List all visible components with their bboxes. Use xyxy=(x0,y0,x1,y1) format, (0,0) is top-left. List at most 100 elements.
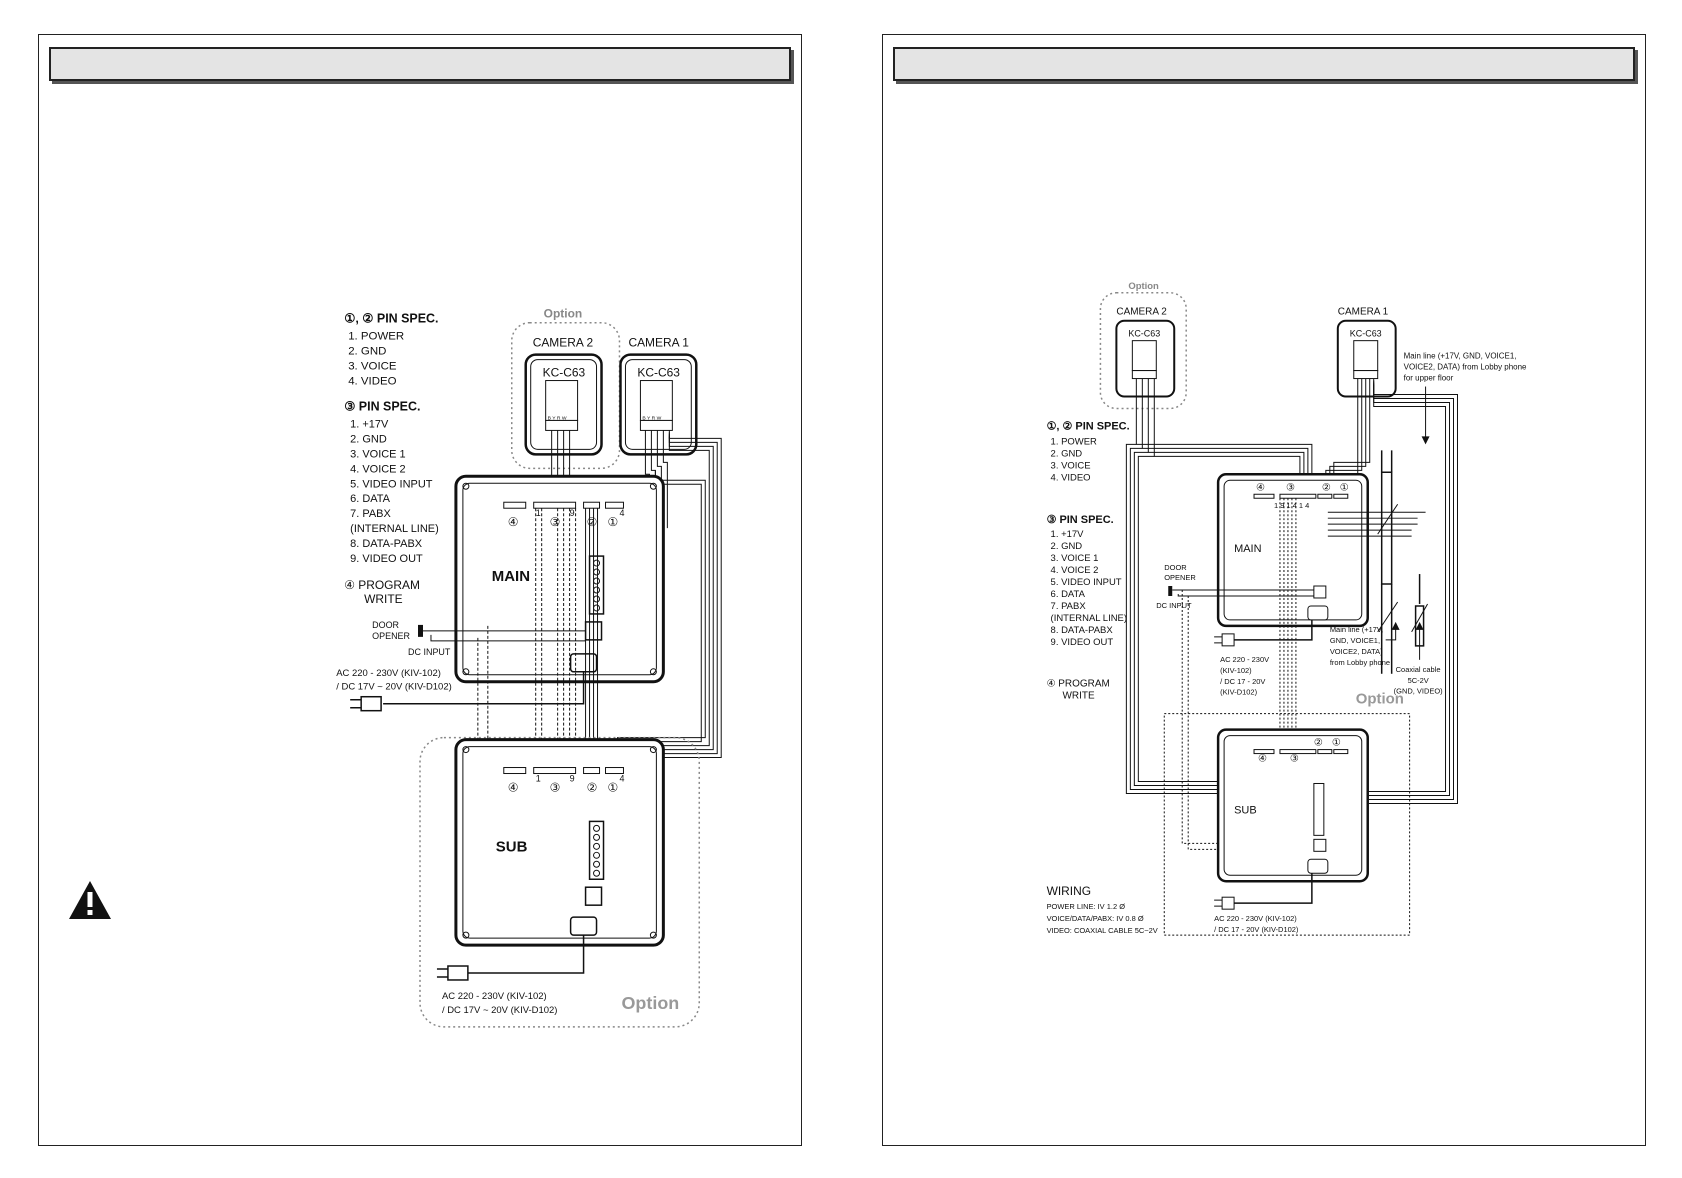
left-page-pin3-items-2-text: 3. VOICE 1 xyxy=(350,448,405,460)
left-page-pin3-items-8-text: 8. DATA-PABX xyxy=(350,538,423,550)
right-page-wiring-voice-text: VOICE/DATA/PABX: IV 0.8 Ø xyxy=(1047,914,1144,923)
left-page-pin12-items-1-text: 2. GND xyxy=(348,346,386,358)
r-camera2-label: CAMERA 2 xyxy=(1116,307,1167,318)
main-label: MAIN xyxy=(492,568,530,585)
option-label-top: Option xyxy=(544,307,583,321)
left-page-pin3-items-0-text: 1. +17V xyxy=(350,418,389,430)
right-page-pin3-items-3-text: 4. VOICE 2 xyxy=(1051,565,1099,576)
right-page-camera-model-text: KC-C63 xyxy=(1350,329,1382,339)
left-page-pin-1-text: 1 xyxy=(536,773,541,783)
left-page-conn3-text: ③ xyxy=(550,780,561,794)
left-page-pin3-items-9-text: 9. VIDEO OUT xyxy=(350,553,423,565)
right-page-conn2-text: ② xyxy=(1314,738,1323,749)
pin4-title: ④ PROGRAM xyxy=(344,578,420,592)
right-page-pin3-items-1-text: 2. GND xyxy=(1051,541,1083,552)
left-page-dc-input-text: DC INPUT xyxy=(408,647,451,657)
right-page-ac-sub-1-text: AC 220 - 230V (KIV-102) xyxy=(1214,914,1297,923)
right-page-pin-row-text: 1 9 1 4 1 4 xyxy=(1274,501,1309,510)
left-page-pin3-items-6-text: 7. PABX xyxy=(350,508,391,520)
right-page-pin12-title-text: ①, ② PIN SPEC. xyxy=(1047,420,1130,432)
right-page-mainline-bottom-2-text: GND, VOICE1, xyxy=(1330,636,1380,645)
left-page-pin3-items-7-text: (INTERNAL LINE) xyxy=(350,523,439,535)
right-page-mainline-top-1-text: Main line (+17V, GND, VOICE1, xyxy=(1404,352,1517,361)
sub-option-outline xyxy=(419,736,701,1028)
right-page-option-mid-text: Option xyxy=(1356,691,1404,708)
left-page-pin-9-text: 9 xyxy=(570,508,575,518)
right-page-pin3-items-2-text: 3. VOICE 1 xyxy=(1051,553,1099,564)
right-page-dc-input-text: DC INPUT xyxy=(1156,601,1192,610)
left-page-pin-9-text: 9 xyxy=(570,773,575,783)
r-sub-unit xyxy=(1216,728,1369,883)
left-page-door-opener-1-text: DOOR xyxy=(372,620,399,630)
right-page-mainline-top-2-text: VOICE2, DATA) from Lobby phone xyxy=(1404,363,1527,372)
right-page-mainline-bottom-4-text: from Lobby phone xyxy=(1330,658,1390,667)
main-sub-solid-wires xyxy=(585,508,599,770)
sub-label: SUB xyxy=(496,838,528,855)
camera1-label: CAMERA 1 xyxy=(628,336,689,350)
right-page-ac-main-2-text: (KIV-102) xyxy=(1220,666,1252,675)
left-page-pin4-sub-text: WRITE xyxy=(364,592,403,606)
left-page-pin3-items-4-text: 5. VIDEO INPUT xyxy=(350,478,433,490)
right-page-pin3-items-5-text: 6. DATA xyxy=(1051,589,1086,600)
left-page-pin3-items-3-text: 4. VOICE 2 xyxy=(350,463,405,475)
left-page-pin12-items-2-text: 3. VOICE xyxy=(348,361,397,373)
left-wiring-diagram: ①, ② PIN SPEC. 1. POWER 2. GND 3. VOICE … xyxy=(336,307,722,1028)
left-header-bar xyxy=(49,47,791,81)
left-page-camera-model-text: KC-C63 xyxy=(543,366,586,380)
left-page-conn1-text: ① xyxy=(608,780,619,794)
right-page-conn1-text: ① xyxy=(1332,738,1341,749)
left-page-door-opener-2-text: OPENER xyxy=(372,631,410,641)
right-page-door-opener-2-text: OPENER xyxy=(1164,573,1196,582)
left-page-pin12-items-3-text: 4. VIDEO xyxy=(348,376,396,388)
right-page: Option CAMERA 2 KC-C63 CAMERA 1 KC-C63 M… xyxy=(882,34,1646,1146)
right-page-pin12-items-3-text: 4. VIDEO xyxy=(1051,472,1091,483)
right-page-conn3-text: ③ xyxy=(1286,482,1295,493)
right-page-ac-main-4-text: (KIV-D102) xyxy=(1220,688,1257,697)
left-page-pin12-items-0-text: 1. POWER xyxy=(348,331,404,343)
left-page-conn2-text: ② xyxy=(587,515,598,529)
right-page-pin3-items-9-text: 9. VIDEO OUT xyxy=(1051,637,1114,648)
right-wiring-diagram: Option CAMERA 2 KC-C63 CAMERA 1 KC-C63 M… xyxy=(1047,281,1527,936)
right-header-bar xyxy=(893,47,1635,81)
left-page-camera-model-text: KC-C63 xyxy=(637,366,680,380)
right-page-wiring-title-text: WIRING xyxy=(1047,884,1092,898)
right-page-camera-model-text: KC-C63 xyxy=(1128,329,1160,339)
right-page-pin3-items-4-text: 5. VIDEO INPUT xyxy=(1051,577,1122,588)
r-mainline xyxy=(1380,450,1425,674)
right-page-ac-main-3-text: / DC 17 - 20V xyxy=(1220,677,1265,686)
right-page-wiring-power-text: POWER LINE: IV 1.2 Ø xyxy=(1047,902,1126,911)
right-page-coax-2-text: 5C-2V xyxy=(1408,676,1429,685)
left-page-conn3-text: ③ xyxy=(550,515,561,529)
left-page-pin-4-text: 4 xyxy=(619,508,624,518)
pin12-title: ①, ② PIN SPEC. xyxy=(344,312,438,326)
right-page-pin4-title-text: ④ PROGRAM xyxy=(1047,679,1110,690)
right-page-pin3-items-0-text: 1. +17V xyxy=(1051,529,1085,540)
left-page-pin3-items-1-text: 2. GND xyxy=(350,433,387,445)
right-page-sub-label-text: SUB xyxy=(1234,804,1257,816)
right-page-mainline-bottom-1-text: Main line (+17V, xyxy=(1330,625,1383,634)
right-page-ac-main-1-text: AC 220 - 230V xyxy=(1220,655,1269,664)
right-page-option-top-text: Option xyxy=(1128,281,1159,292)
camera2-label: CAMERA 2 xyxy=(533,336,594,350)
left-page-conn1-text: ① xyxy=(608,515,619,529)
right-page-pin3-items-8-text: 8. DATA-PABX xyxy=(1051,625,1114,636)
pin3-title: ③ PIN SPEC. xyxy=(344,399,420,413)
right-page-pin3-items-7-text: (INTERNAL LINE) xyxy=(1051,613,1127,624)
left-page-conn2-text: ② xyxy=(587,780,598,794)
right-page-mainline-top-3-text: for upper floor xyxy=(1404,374,1454,383)
left-page-conn4-text: ④ xyxy=(508,780,519,794)
right-page-pin4-sub-text: WRITE xyxy=(1063,691,1095,702)
right-page-conn1-text: ① xyxy=(1340,482,1349,493)
right-page-wiring-video-text: VIDEO: COAXIAL CABLE 5C~2V xyxy=(1047,926,1158,935)
left-page-cam-pins-text: B Y R W xyxy=(548,415,567,421)
r-camera1-label: CAMERA 1 xyxy=(1338,307,1389,318)
right-page-main-label-text: MAIN xyxy=(1234,543,1262,555)
r-camera1-unit xyxy=(1336,319,1397,398)
right-page-door-opener-1-text: DOOR xyxy=(1164,563,1187,572)
left-page: ①, ② PIN SPEC. 1. POWER 2. GND 3. VOICE … xyxy=(38,34,802,1146)
right-page-pin3-title-text: ③ PIN SPEC. xyxy=(1047,514,1114,526)
camera1-unit xyxy=(619,353,698,456)
option-label-bottom: Option xyxy=(621,993,679,1013)
left-page-ac-main-2-text: / DC 17V ~ 20V (KIV-D102) xyxy=(336,682,452,693)
left-page-conn4-text: ④ xyxy=(508,515,519,529)
